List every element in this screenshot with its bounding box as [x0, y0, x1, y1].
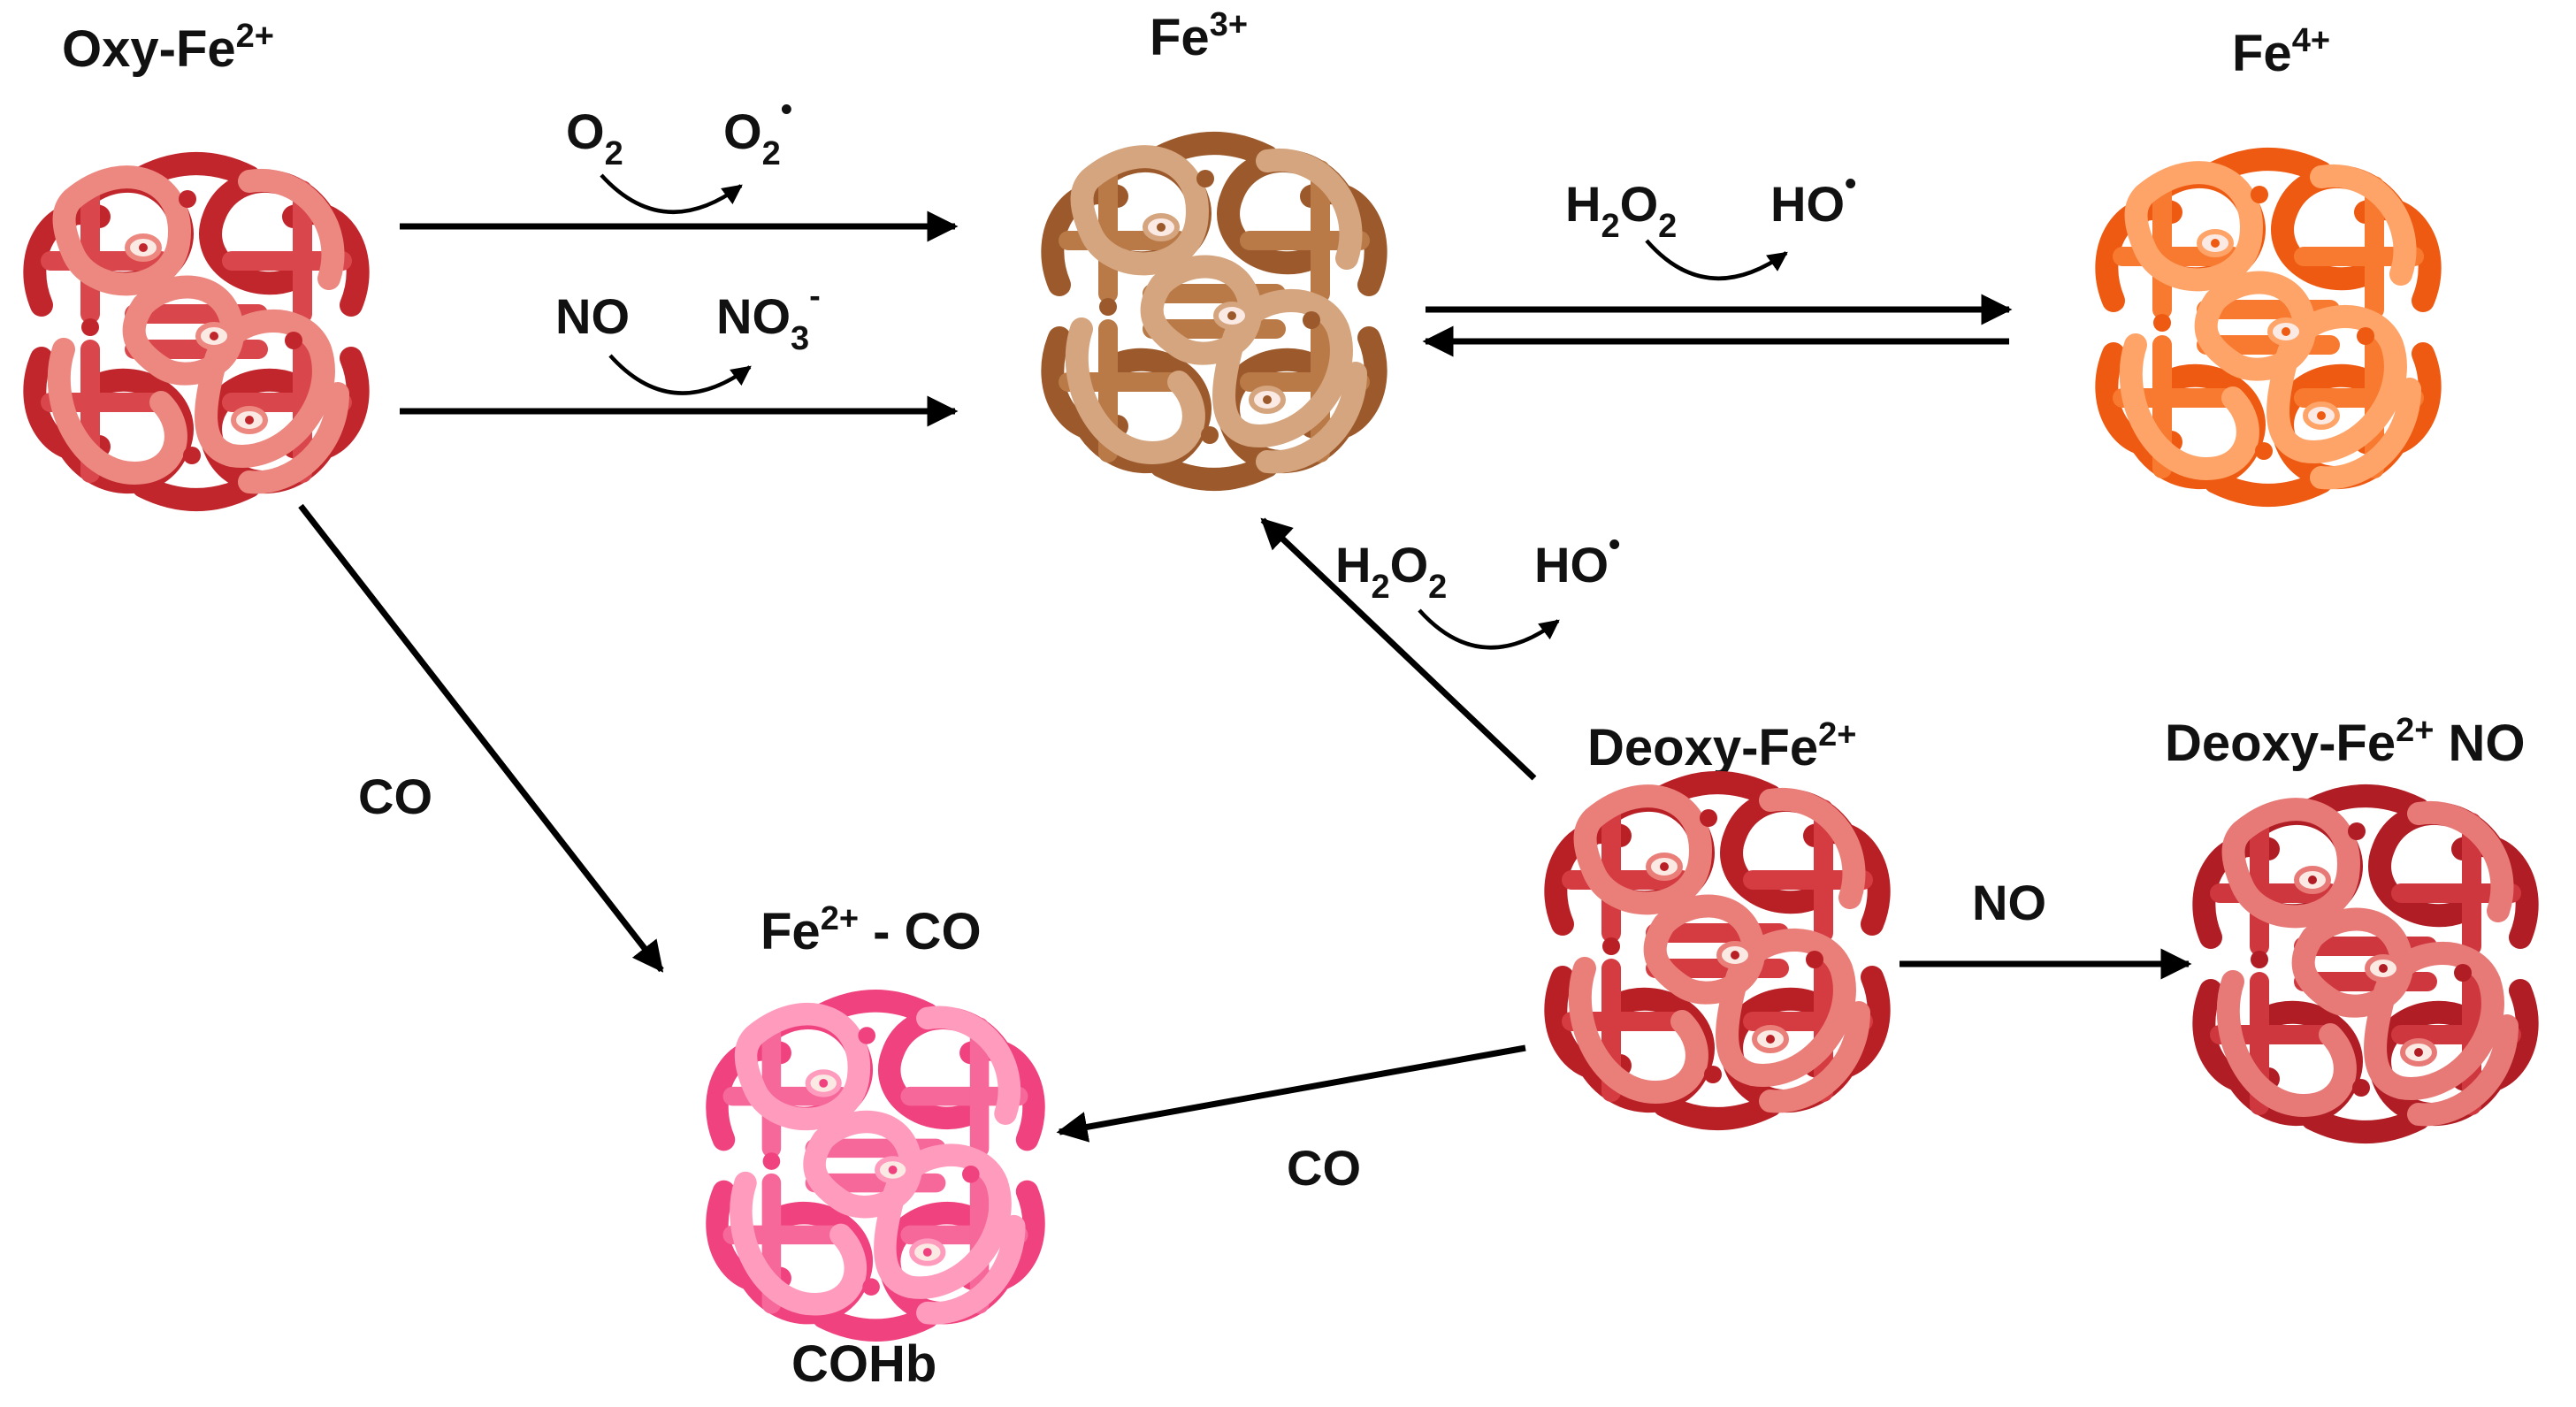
no3-product-label: NO3- [716, 278, 821, 357]
fe4-label: Fe4+ [2232, 22, 2330, 82]
no-reactant-label: NO [555, 288, 630, 344]
no-right-label: NO [1972, 875, 2046, 930]
deoxy-fe2-no-hemoglobin-icon [2192, 784, 2539, 1143]
curve-h2o2-mid-conversion [1418, 608, 1560, 650]
deoxy-fe2-no-label: Deoxy-Fe2+ NO [2165, 712, 2526, 772]
co-bottom-label: CO [1287, 1140, 1361, 1196]
co-left-label: CO [358, 768, 432, 824]
fe2-co-hemoglobin-icon [706, 990, 1045, 1342]
arrow-oxy-to-feco [298, 503, 664, 973]
curve-h2o2-top-conversion [1645, 239, 1788, 281]
deoxy-fe2-label: Deoxy-Fe2+ [1587, 716, 1856, 776]
curve-o2-conversion [600, 173, 743, 214]
arrow-deoxy-to-feco [1056, 1044, 1526, 1143]
fe2-co-label: Fe2+ - CO [761, 900, 982, 960]
arrow-deoxy-to-fe3 [1260, 517, 1537, 781]
deoxy-fe2-hemoglobin-icon [1544, 771, 1891, 1130]
fe4-hemoglobin-icon [2095, 148, 2442, 507]
o2-reactant-label: O2 [566, 103, 623, 172]
ho-top-product-label: HO• [1770, 165, 1856, 232]
h2o2-top-reactant-label: H2O2 [1565, 176, 1677, 245]
ho-mid-product-label: HO• [1534, 526, 1620, 593]
curve-no-conversion [608, 354, 752, 395]
oxy-fe2-hemoglobin-icon [23, 152, 370, 511]
h2o2-mid-reactant-label: H2O2 [1335, 537, 1447, 606]
oxy-fe2-label: Oxy-Fe2+ [62, 18, 274, 78]
fe3-label: Fe3+ [1150, 6, 1248, 66]
cohb-label: COHb [791, 1335, 936, 1393]
fe3-hemoglobin-icon [1041, 132, 1387, 491]
o2-product-label: O2• [723, 91, 792, 172]
